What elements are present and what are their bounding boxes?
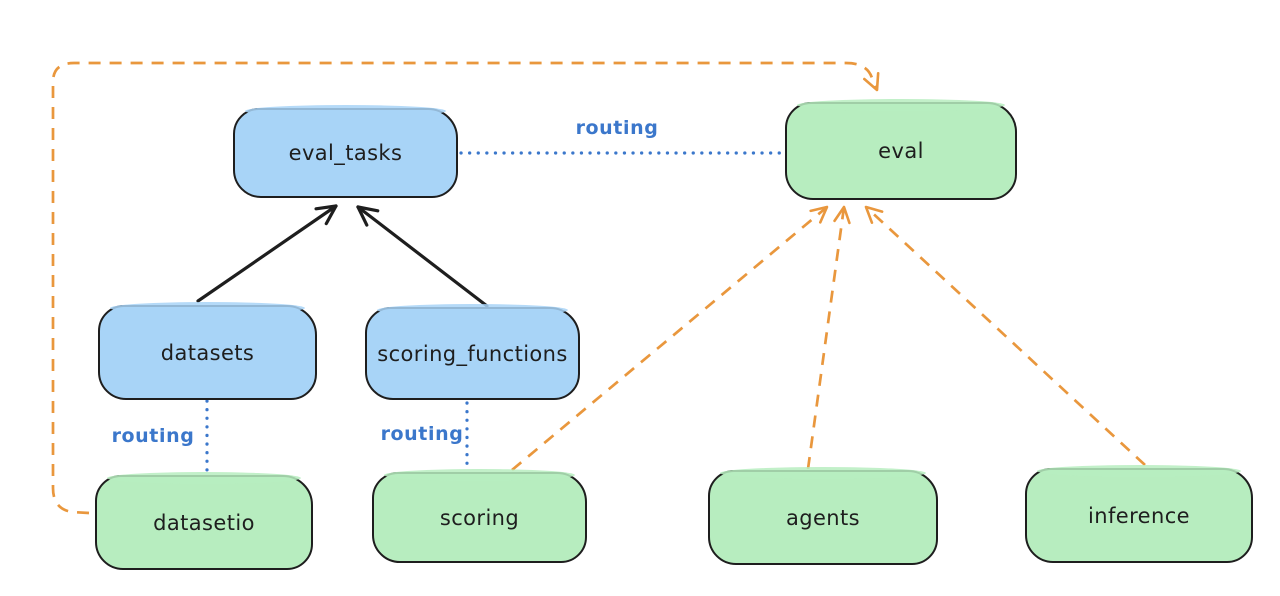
node-datasetio-label: datasetio xyxy=(153,510,255,535)
routing-label-datasets-datasetio: routing xyxy=(111,425,195,447)
node-scoring: scoring xyxy=(372,469,587,563)
node-datasetio: datasetio xyxy=(95,472,313,570)
node-datasets: datasets xyxy=(98,302,317,400)
edge-scoring-to-eval xyxy=(511,205,829,472)
node-scoring-functions: scoring_functions xyxy=(365,304,580,400)
edge-scoring-functions-to-eval-tasks xyxy=(356,205,489,308)
node-inference: inference xyxy=(1025,465,1253,563)
node-eval-tasks: eval_tasks xyxy=(233,105,458,198)
node-agents-label: agents xyxy=(785,505,860,530)
node-scoring-functions-label: scoring_functions xyxy=(377,341,568,366)
edge-inference-to-eval xyxy=(864,205,1146,466)
edge-datasetio-to-eval xyxy=(51,61,880,515)
node-agents: agents xyxy=(708,467,938,565)
node-inference-label: inference xyxy=(1088,503,1190,528)
edge-datasets-to-eval-tasks xyxy=(196,204,338,303)
routing-label-eval-tasks-eval: routing xyxy=(575,117,659,139)
node-eval-tasks-label: eval_tasks xyxy=(288,141,403,165)
routing-label-scoring-functions-scoring: routing xyxy=(380,423,464,445)
node-eval: eval xyxy=(785,99,1017,200)
node-eval-label: eval xyxy=(878,139,924,163)
node-datasets-label: datasets xyxy=(160,340,255,365)
node-scoring-label: scoring xyxy=(439,505,520,530)
edge-agents-to-eval xyxy=(806,205,851,470)
